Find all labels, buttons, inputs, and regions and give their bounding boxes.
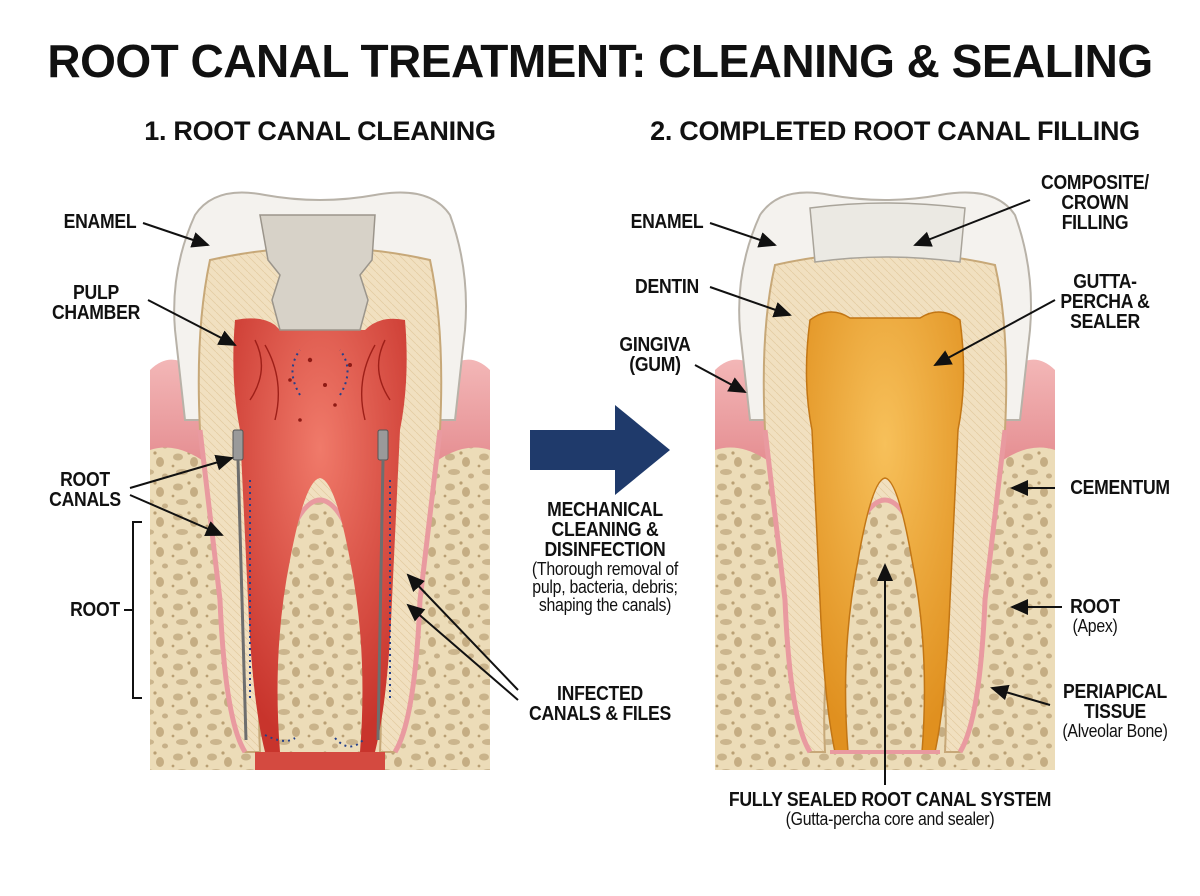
process-arrow-icon (530, 405, 670, 495)
gutta-percha (805, 311, 965, 753)
leader-lines (129, 199, 1062, 785)
label-dentin: DENTIN (635, 276, 699, 298)
label-gutta-percha: GUTTA-PERCHA &SEALER (1060, 271, 1150, 333)
label-root-left: ROOT (70, 599, 120, 621)
label-enamel-left: ENAMEL (63, 211, 137, 233)
page-title: ROOT CANAL TREATMENT: CLEANING & SEALING (47, 35, 1153, 87)
composite-filling (809, 202, 966, 263)
label-fully-sealed: FULLY SEALED ROOT CANAL SYSTEM(Gutta-per… (728, 789, 1052, 829)
endodontic-file-icon (232, 429, 389, 741)
right-tooth (715, 191, 1055, 770)
left-access-cavity (259, 214, 376, 331)
label-cementum: CEMENTUM (1070, 477, 1170, 499)
label-enamel-right: ENAMEL (630, 211, 704, 233)
label-gingiva: GINGIVA(GUM) (619, 334, 691, 376)
left-infected-pulp (233, 318, 407, 752)
left-panel-heading: 1. ROOT CANAL CLEANING (144, 116, 496, 146)
left-tooth (150, 191, 490, 770)
label-root-right: ROOT(Apex) (1070, 596, 1120, 636)
right-panel-heading: 2. COMPLETED ROOT CANAL FILLING (650, 116, 1140, 146)
